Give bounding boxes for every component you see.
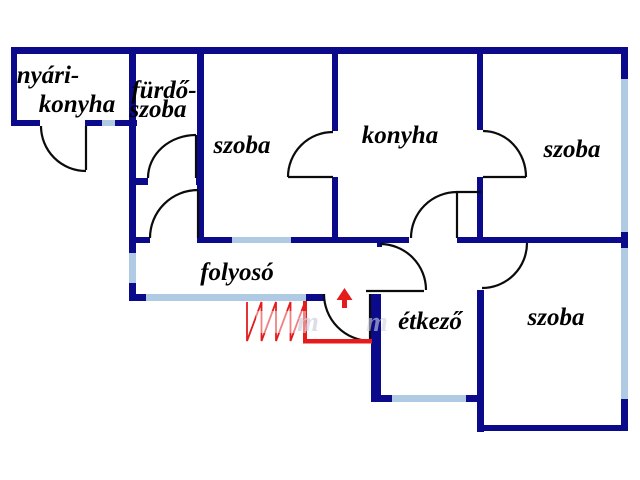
svg-text:étkező: étkező — [398, 308, 463, 335]
svg-text:szoba: szoba — [129, 96, 187, 123]
svg-text:fürdő-: fürdő- — [131, 77, 196, 104]
svg-text:m: m — [297, 307, 319, 338]
svg-text:szoba: szoba — [527, 304, 585, 331]
svg-text:szoba: szoba — [213, 132, 271, 159]
svg-text:nyári-: nyári- — [17, 62, 80, 89]
svg-text:m: m — [366, 307, 388, 338]
svg-text:konyha: konyha — [39, 91, 115, 118]
svg-text:folyosó: folyosó — [200, 259, 274, 286]
svg-text:konyha: konyha — [362, 122, 438, 149]
svg-text:szoba: szoba — [543, 136, 601, 163]
